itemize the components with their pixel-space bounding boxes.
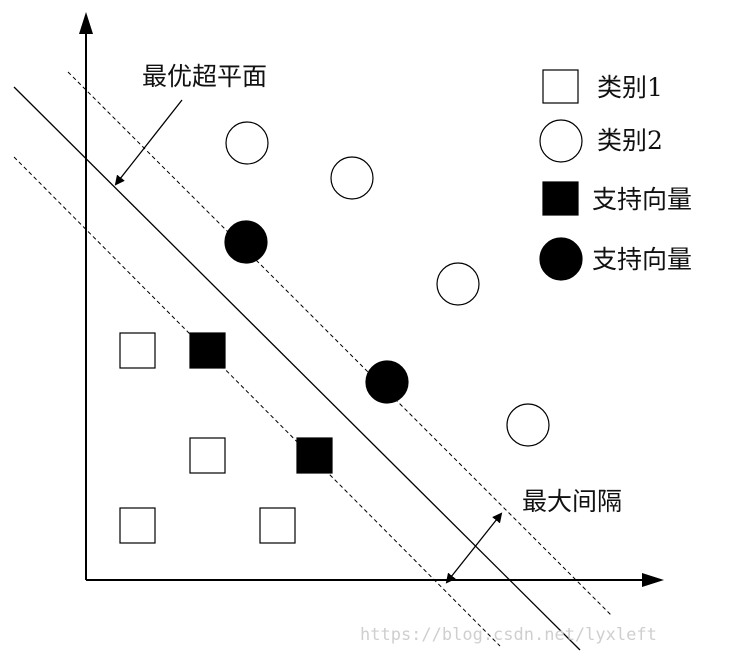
class2-point	[330, 156, 374, 200]
class1-point	[189, 437, 226, 474]
legend-label-support-vector-square: 支持向量	[592, 185, 692, 214]
legend-label-class2: 类别2	[597, 126, 663, 155]
optimal-hyperplane-line	[13, 86, 581, 651]
optimal-hyperplane-label: 最优超平面	[142, 62, 267, 91]
optimal-hyperplane-pointer-arrow	[114, 99, 183, 186]
class2-point	[506, 403, 550, 447]
legend-square-filled-icon	[542, 181, 579, 216]
class1-support-vector	[296, 437, 333, 474]
watermark-text: https://blog.csdn.net/lyxleft	[360, 625, 657, 645]
legend: 类别1 类别2 支持向量 支持向量	[539, 69, 692, 281]
class1-point	[259, 507, 296, 544]
legend-circle-open-icon	[539, 119, 583, 163]
class1-support-vector	[189, 332, 226, 369]
class2-support-vector	[365, 360, 409, 404]
max-margin-double-arrow	[445, 512, 503, 584]
legend-square-open-icon	[542, 69, 579, 104]
class1-point	[119, 507, 156, 544]
x-axis-arrow-icon	[642, 573, 664, 587]
max-margin-label: 最大间隔	[522, 487, 622, 516]
class2-point	[436, 262, 480, 306]
legend-label-class1: 类别1	[597, 73, 663, 102]
legend-circle-filled-icon	[539, 237, 583, 281]
y-axis-arrow-icon	[79, 12, 93, 34]
legend-label-support-vector-circle: 支持向量	[592, 245, 692, 274]
class2-support-vector	[224, 220, 268, 264]
upper-margin-line	[67, 71, 613, 617]
class1-point	[119, 332, 156, 369]
class2-point	[225, 121, 269, 165]
lower-margin-line	[13, 156, 501, 647]
